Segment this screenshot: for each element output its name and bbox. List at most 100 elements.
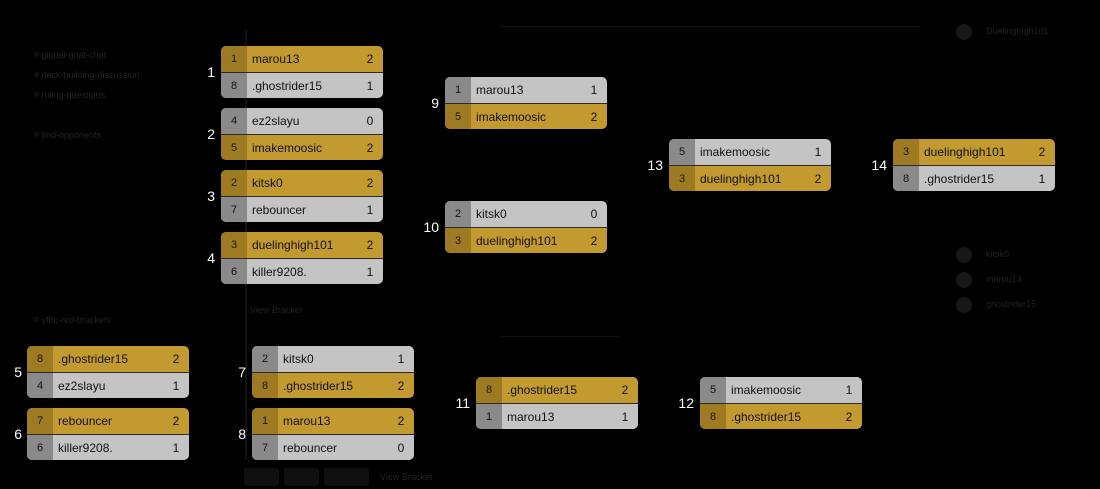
score: 1 — [845, 383, 853, 397]
player-name: imakemoosic — [731, 383, 802, 397]
match-number: 11 — [455, 395, 470, 411]
match-number: 12 — [678, 395, 694, 411]
match-number: 1 — [207, 64, 215, 80]
channel-item[interactable]: # deck-building-discussion — [34, 70, 140, 80]
channel-item[interactable]: # global-goat-chat — [34, 50, 107, 60]
player-name: .ghostrider15 — [283, 378, 354, 393]
score: 0 — [590, 207, 598, 221]
player-name: duelinghigh101 — [700, 171, 782, 186]
player-name: rebouncer — [252, 202, 307, 217]
view-bracket-link[interactable]: View Bracket — [250, 305, 303, 315]
channel-item[interactable]: # find-opponents — [34, 130, 102, 140]
avatar — [956, 272, 972, 288]
score: 1 — [590, 83, 598, 97]
seed: 8 — [476, 377, 502, 403]
match-number: 9 — [431, 95, 439, 111]
score: 2 — [366, 238, 374, 252]
score: 2 — [814, 171, 822, 186]
member-item[interactable]: Duelinghigh101 — [956, 22, 1096, 42]
player-name: .ghostrider15 — [924, 171, 995, 186]
player-name: marou13 — [283, 414, 331, 428]
score: 1 — [366, 264, 374, 279]
match-number: 4 — [207, 250, 215, 266]
player-name: marou13 — [507, 409, 555, 424]
score: 1 — [814, 145, 822, 159]
button[interactable] — [324, 468, 369, 486]
player-name: duelinghigh101 — [252, 238, 334, 252]
seed: 1 — [445, 77, 471, 103]
member-item[interactable]: ghostrider15 — [956, 295, 1096, 315]
member-item[interactable]: kitsk0 — [956, 245, 1096, 265]
player-name: kitsk0 — [283, 352, 314, 366]
score: 2 — [845, 409, 853, 424]
match-number: 7 — [238, 364, 246, 380]
seed: 7 — [252, 435, 278, 460]
seed: 4 — [27, 373, 53, 398]
match-number: 2 — [207, 126, 215, 142]
player-name: imakemoosic — [476, 109, 547, 124]
channel-item[interactable]: # yfbc-red-brackets — [34, 315, 112, 325]
divider — [500, 26, 920, 27]
score: 2 — [366, 176, 374, 190]
match-number: 6 — [14, 426, 22, 442]
seed: 8 — [893, 166, 919, 191]
score: 1 — [621, 409, 629, 424]
match-number: 13 — [647, 157, 663, 173]
player-name: marou13 — [252, 52, 300, 66]
avatar — [956, 247, 972, 263]
seed: 4 — [221, 108, 247, 134]
player-name: duelinghigh101 — [924, 145, 1006, 159]
score: 1 — [172, 440, 180, 455]
seed: 8 — [27, 346, 53, 372]
match-number: 3 — [207, 188, 215, 204]
player-name: kitsk0 — [476, 207, 507, 221]
match-number: 8 — [238, 426, 246, 442]
button[interactable] — [244, 468, 279, 486]
channel-item[interactable]: # ruling-questions — [34, 90, 106, 100]
score: 1 — [366, 202, 374, 217]
view-bracket-link[interactable]: View Bracket — [380, 472, 433, 482]
avatar — [956, 24, 972, 40]
score: 0 — [366, 114, 374, 128]
score: 1 — [397, 352, 405, 366]
score: 2 — [366, 140, 374, 155]
seed: 8 — [700, 404, 726, 429]
score: 0 — [397, 440, 405, 455]
seed: 6 — [27, 435, 53, 460]
score: 2 — [621, 383, 629, 397]
player-name: killer9208. — [58, 440, 113, 455]
seed: 5 — [669, 139, 695, 165]
button[interactable] — [284, 468, 319, 486]
member-item[interactable]: marou13 — [956, 270, 1096, 290]
player-name: .ghostrider15 — [58, 352, 129, 366]
avatar — [956, 297, 972, 313]
match-number: 14 — [871, 157, 887, 173]
